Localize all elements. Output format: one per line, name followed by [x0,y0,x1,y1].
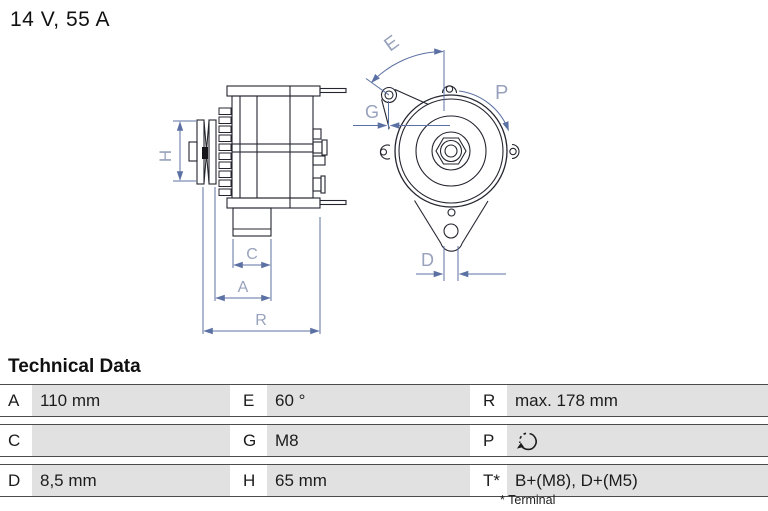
dim-label-H: H [156,150,175,162]
spec-value: B+(M8), D+(M5) [507,465,768,496]
technical-data-table: A 110 mm E 60 ° R max. 178 mm C G M8 P D… [0,384,768,504]
spec-value [32,425,230,456]
dim-E [365,48,445,111]
alternator-technical-drawing: H C A R [156,32,520,335]
table-row: C G M8 P [0,424,768,457]
technical-data-title: Technical Data [8,356,141,377]
left-ear [379,144,391,160]
dim-label-C: C [246,246,258,263]
spec-value: 60 ° [267,385,470,416]
spec-key: T* [470,465,507,496]
dim-label-P: P [495,82,508,104]
fan-blades [218,107,232,196]
spec-key: P [470,425,507,456]
spec-value: M8 [267,425,470,456]
terminal-studs [312,128,328,194]
dim-label-E: E [381,32,404,56]
spec-key: A [0,385,32,416]
dim-D [416,246,506,281]
dim-H [173,120,196,182]
dim-label-R: R [255,312,267,329]
spec-key: G [230,425,267,456]
spec-value: 65 mm [267,465,470,496]
shaft-keyway [202,147,208,159]
terminal-footnote: * Terminal [500,493,556,507]
side-view-dimensions [173,120,321,335]
right-ear [511,143,520,160]
shaft-nut [435,137,467,165]
dim-G [353,101,450,130]
spec-key: R [470,385,507,416]
dim-P-rotation-arc [458,90,509,132]
spec-key: H [230,465,267,496]
voltage-amperage-label: 14 V, 55 A [10,8,110,31]
table-row: A 110 mm E 60 ° R max. 178 mm [0,384,768,417]
front-view-dimensions [353,48,509,281]
spec-value-rotation [507,425,768,456]
spec-key: C [0,425,32,456]
front-view-drawing [379,85,520,252]
rotation-direction-icon [516,432,537,451]
spec-value: 8,5 mm [32,465,230,496]
spec-key: E [230,385,267,416]
side-view-drawing [188,85,347,237]
spec-value: max. 178 mm [507,385,768,416]
dim-label-D: D [421,250,434,270]
spec-key: D [0,465,32,496]
dim-label-A: A [238,279,249,296]
dim-label-G: G [365,102,379,122]
table-row: D 8,5 mm H 65 mm T* B+(M8), D+(M5) [0,464,768,497]
bottom-bracket [414,200,489,252]
spec-value: 110 mm [32,385,230,416]
